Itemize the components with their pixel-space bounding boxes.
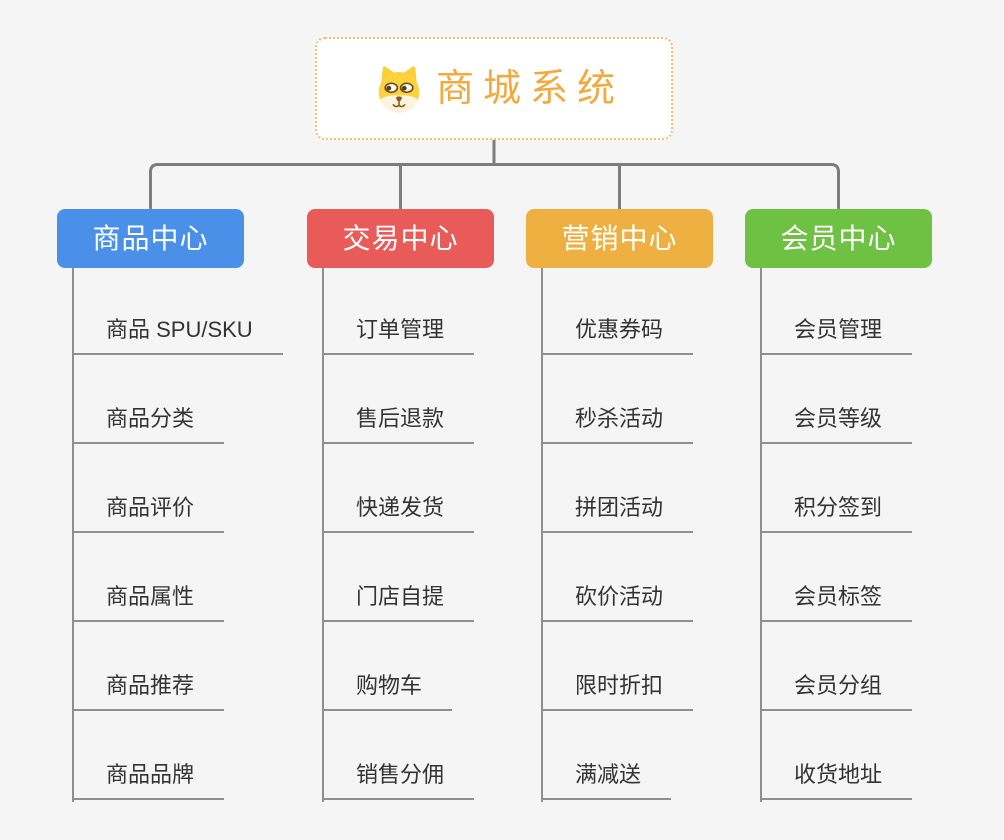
leaf-node[interactable]: 购物车 [322,669,453,711]
leaf-node[interactable]: 快递发货 [322,491,475,533]
leaf-node[interactable]: 收货地址 [760,758,913,800]
root-node[interactable]: 商城系统 [315,37,673,140]
branch-column-marketing: 营销中心 优惠券码秒杀活动拼团活动砍价活动限时折扣满减送 [526,0,713,840]
leaf-node[interactable]: 商品 SPU/SKU [72,313,283,355]
branch-trunk-line [72,268,74,802]
branch-trunk-line [760,268,762,802]
branch-column-trade: 交易中心 订单管理售后退款快递发货门店自提购物车销售分佣 [307,0,494,840]
leaf-node[interactable]: 销售分佣 [322,758,475,800]
leaf-node[interactable]: 订单管理 [322,313,475,355]
leaf-node[interactable]: 限时折扣 [541,669,694,711]
leaf-node[interactable]: 秒杀活动 [541,402,694,444]
leaf-node[interactable]: 砍价活动 [541,580,694,622]
leaf-node[interactable]: 门店自提 [322,580,475,622]
branch-box[interactable]: 交易中心 [307,209,494,268]
dog-face-icon [378,65,420,113]
leaf-node[interactable]: 会员等级 [760,402,913,444]
leaf-node[interactable]: 商品推荐 [72,669,225,711]
leaf-node[interactable]: 售后退款 [322,402,475,444]
branch-trunk-line [322,268,324,802]
branch-column-members: 会员中心 会员管理会员等级积分签到会员标签会员分组收货地址 [745,0,932,840]
leaf-node[interactable]: 满减送 [541,758,672,800]
leaf-node[interactable]: 积分签到 [760,491,913,533]
branch-column-products: 商品中心 商品 SPU/SKU 商品分类商品评价商品属性商品推荐商品品牌 [57,0,283,840]
branch-box[interactable]: 营销中心 [526,209,713,268]
leaf-node[interactable]: 商品品牌 [72,758,225,800]
leaf-node[interactable]: 会员标签 [760,580,913,622]
leaf-node[interactable]: 拼团活动 [541,491,694,533]
root-title: 商城系统 [435,67,624,110]
leaf-node[interactable]: 优惠券码 [541,313,694,355]
leaf-node[interactable]: 会员管理 [760,313,913,355]
leaf-node[interactable]: 商品评价 [72,491,225,533]
branch-box[interactable]: 会员中心 [745,209,932,268]
leaf-node[interactable]: 商品属性 [72,580,225,622]
leaf-node[interactable]: 商品分类 [72,402,225,444]
leaf-node[interactable]: 会员分组 [760,669,913,711]
branch-trunk-line [541,268,543,802]
branch-box[interactable]: 商品中心 [57,209,244,268]
